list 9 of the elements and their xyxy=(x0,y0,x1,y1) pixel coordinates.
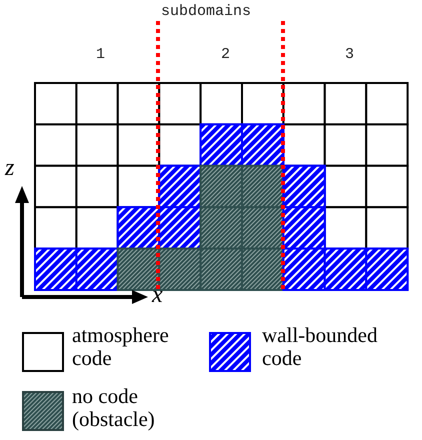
legend-label: wall-bounded code xyxy=(262,324,378,370)
axis-label: z xyxy=(5,155,14,182)
legend-label: no code (obstacle) xyxy=(72,385,156,431)
subdomain-number: 2 xyxy=(221,46,230,63)
subdomain-number: 1 xyxy=(96,46,106,63)
subdomain-number: 3 xyxy=(345,46,354,63)
subdomain-label: subdomains xyxy=(161,3,252,20)
axis-label: x xyxy=(152,282,163,309)
legend-label: atmosphere code xyxy=(72,324,170,370)
